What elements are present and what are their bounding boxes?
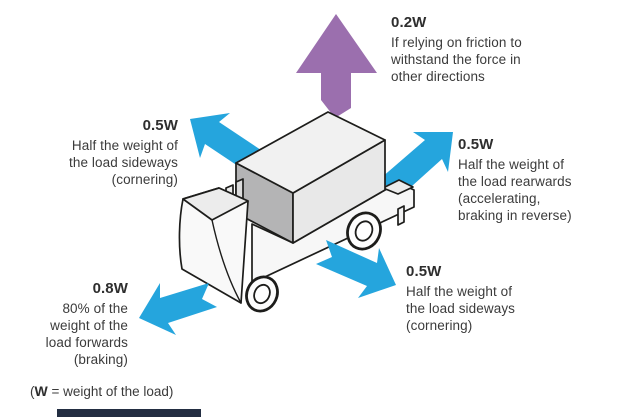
force-desc-line: withstand the force in [391, 52, 521, 67]
truck-cab-roof [182, 187, 249, 221]
label-rearwards-force: 0.5W Half the weight of the load rearwar… [458, 136, 613, 224]
truck-cab [178, 187, 249, 304]
truck-illustration [178, 111, 415, 313]
force-desc-line: the load sideways [68, 155, 178, 170]
footnote-text: = weight of the load) [47, 384, 174, 399]
force-desc-line: (braking) [73, 352, 128, 367]
footnote-weight-definition: (W = weight of the load) [30, 383, 173, 399]
sideways-right-force-arrow [316, 240, 396, 298]
force-desc-line: Half the weight of [406, 284, 513, 299]
force-desc-line: (cornering) [406, 318, 473, 333]
force-desc-line: weight of the [50, 318, 128, 333]
force-desc-line: other directions [391, 69, 485, 84]
force-value: 0.2W [391, 14, 427, 31]
footnote-open-paren: ( [30, 384, 35, 399]
force-value: 0.5W [406, 263, 442, 280]
forwards-force-arrow [139, 283, 217, 335]
rear-bracket [397, 205, 405, 226]
label-sideways-right-force: 0.5W Half the weight of the load sideway… [406, 263, 561, 334]
force-desc-line: braking in reverse) [458, 208, 572, 223]
force-desc-line: (accelerating, [458, 191, 541, 206]
force-desc-line: the load rearwards [458, 174, 572, 189]
upward-force-arrow [296, 14, 377, 118]
front-wheel [245, 275, 279, 313]
cargo-box-top-face [235, 111, 386, 194]
truck-deck-edge [382, 179, 414, 195]
cropped-panel-edge [57, 409, 201, 417]
rear-wheel [346, 211, 382, 251]
force-desc-line: Half the weight of [71, 138, 178, 153]
force-desc-line: (cornering) [111, 172, 178, 187]
force-desc-line: If relying on friction to [391, 35, 522, 50]
force-desc-line: load forwards [45, 335, 128, 350]
force-desc-line: 80% of the [62, 301, 128, 316]
label-sideways-left-force: 0.5W Half the weight of the load sideway… [28, 117, 178, 188]
weight-symbol: W [34, 383, 48, 399]
cab-crease-line [211, 219, 242, 304]
force-desc-line: Half the weight of [458, 157, 565, 172]
force-value: 0.5W [142, 117, 178, 134]
force-value: 0.8W [92, 280, 128, 297]
force-desc-line: the load sideways [406, 301, 516, 316]
force-value: 0.5W [458, 136, 494, 153]
label-upward-force: 0.2W If relying on friction to withstand… [391, 14, 566, 85]
label-forwards-force: 0.8W 80% of the weight of the load forwa… [18, 280, 128, 368]
